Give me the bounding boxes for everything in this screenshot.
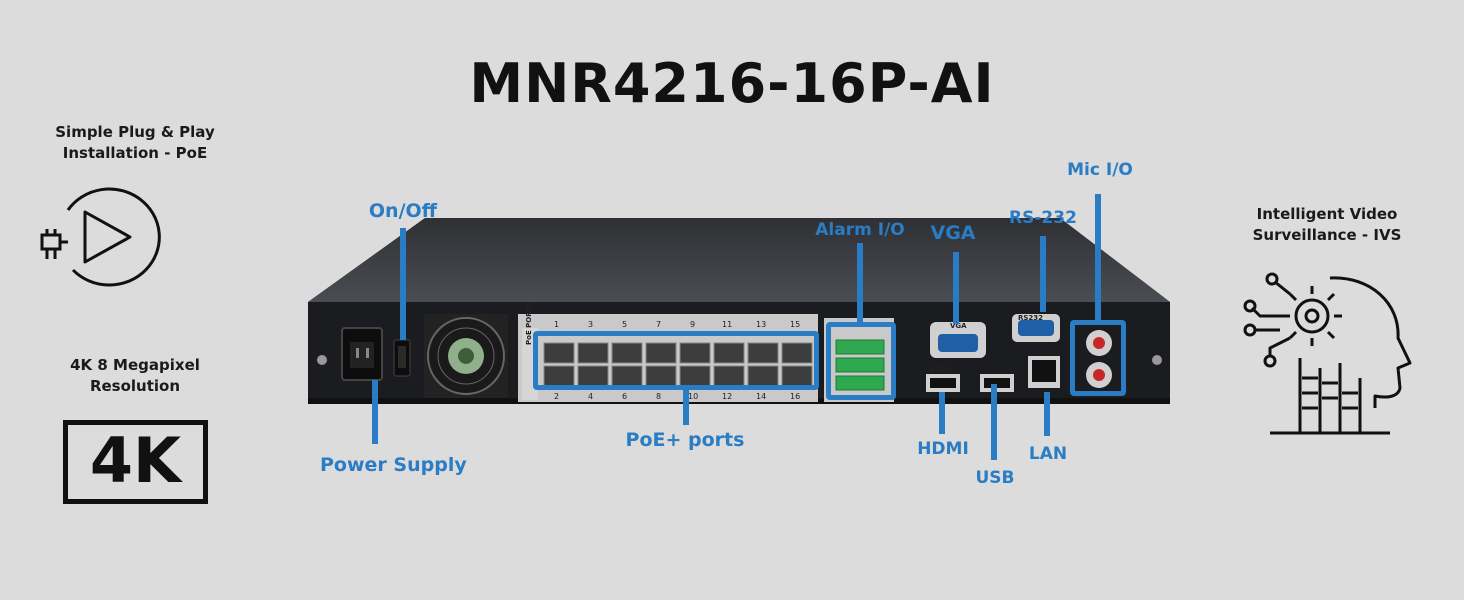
- poe-ports-label: PoE+ ports: [625, 429, 745, 451]
- usb-label: USB: [975, 468, 1015, 488]
- port-number: 3: [588, 320, 594, 329]
- alarm-io-label: Alarm I/O: [815, 220, 905, 240]
- ivs-text: Intelligent Video Surveillance - IVS: [1252, 205, 1402, 244]
- vga-label: VGA: [930, 222, 976, 244]
- port-number: 9: [690, 320, 696, 329]
- lan-line: [1044, 392, 1050, 436]
- port-number: 10: [688, 392, 699, 401]
- port-number: 15: [790, 320, 801, 329]
- power-supply-label: Power Supply: [320, 454, 467, 476]
- rs232-line: [1040, 236, 1046, 312]
- rs232-label: RS-232: [1009, 208, 1077, 228]
- mic-io-line: [1095, 194, 1101, 322]
- port-number: 11: [722, 320, 733, 329]
- fourk-icon: 4K: [63, 420, 208, 504]
- poe-ports-line: [683, 389, 689, 425]
- usb-line: [991, 384, 997, 460]
- vga-line: [953, 252, 959, 324]
- on-off-label: On/Off: [368, 200, 438, 222]
- hdmi-label: HDMI: [917, 439, 969, 459]
- port-number: 8: [656, 392, 662, 401]
- port-number: 7: [656, 320, 662, 329]
- port-number: 12: [722, 392, 733, 401]
- mic-io-label: Mic I/O: [1067, 160, 1133, 180]
- port-number: 6: [622, 392, 628, 401]
- vga-panel-label: VGA: [950, 322, 967, 330]
- on-off-line: [400, 228, 406, 340]
- resolution-text: 4K 8 Megapixel Resolution: [70, 356, 200, 395]
- alarm-io-line: [857, 243, 863, 325]
- port-number: 5: [622, 320, 628, 329]
- hdmi-line: [939, 392, 945, 434]
- poe-ports-highlight: [533, 331, 819, 390]
- alarm-io-highlight: [826, 322, 896, 400]
- lan-label: LAN: [1028, 444, 1068, 464]
- power-supply-line: [372, 380, 378, 444]
- port-number: 13: [756, 320, 767, 329]
- port-number: 4: [588, 392, 594, 401]
- poe-ports-side-label: PoE PORTS: [525, 301, 533, 345]
- rs232-panel-label: RS232: [1018, 314, 1044, 322]
- ai-head-icon: [1243, 272, 1412, 435]
- plug-play-icon: [40, 187, 161, 287]
- hdmi-panel-label: HDMI: [930, 366, 952, 374]
- page-title: MNR4216-16P-AI: [469, 52, 995, 115]
- port-number: 16: [790, 392, 801, 401]
- port-number: 1: [554, 320, 560, 329]
- mic-io-highlight: [1070, 320, 1126, 396]
- port-number: 14: [756, 392, 767, 401]
- port-number: 2: [554, 392, 560, 401]
- plug-play-text: Simple Plug & Play Installation - PoE: [55, 123, 215, 162]
